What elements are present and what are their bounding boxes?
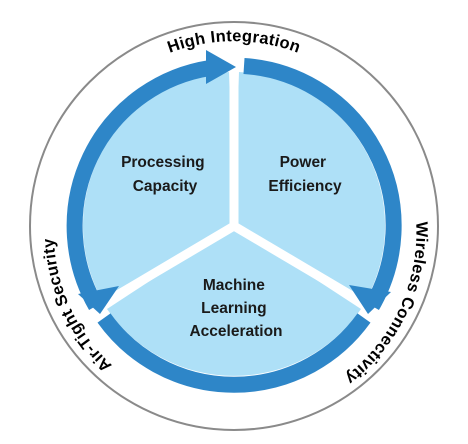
segments-group bbox=[82, 72, 386, 376]
segment-machine-learning-acceleration bbox=[107, 226, 361, 376]
segment-label-line: Machine bbox=[203, 277, 265, 294]
divider-left bbox=[89, 222, 237, 314]
arrowhead-top-icon bbox=[206, 50, 236, 84]
segment-label-ml: Machine Learning Acceleration bbox=[189, 277, 282, 340]
segment-label-processing: Processing Capacity bbox=[121, 154, 209, 195]
cycle-arrows bbox=[66, 58, 402, 393]
arrow-arc-left bbox=[66, 60, 212, 310]
arrow-heads bbox=[78, 50, 391, 314]
arrow-arc-bottom bbox=[97, 313, 371, 393]
arrow-arc-top-right bbox=[243, 58, 402, 311]
divider-right bbox=[231, 222, 379, 314]
segment-label-power: Power Efficiency bbox=[268, 154, 342, 195]
segment-label-line: Acceleration bbox=[189, 323, 282, 340]
segment-power-efficiency bbox=[234, 72, 386, 300]
segment-processing-capacity bbox=[82, 72, 234, 300]
arrowhead-left-icon bbox=[78, 286, 119, 314]
arrowhead-right-icon bbox=[349, 285, 391, 314]
segment-label-line: Efficiency bbox=[268, 178, 342, 195]
segment-label-line: Learning bbox=[201, 300, 266, 317]
segment-label-line: Power bbox=[280, 154, 327, 171]
segment-label-line: Capacity bbox=[133, 178, 198, 195]
segment-label-line: Processing bbox=[121, 154, 205, 171]
segment-dividers bbox=[89, 60, 379, 314]
